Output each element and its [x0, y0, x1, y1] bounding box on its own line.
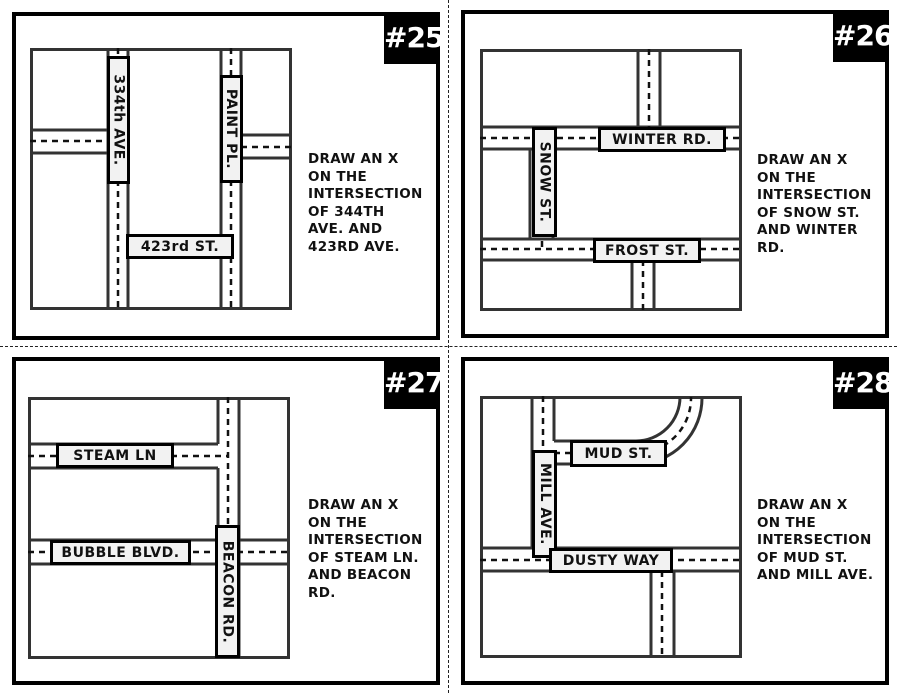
instruction-text: DRAW AN X ON THE INTERSECTION OF SNOW ST… — [757, 152, 872, 256]
street-sign-bubble-blvd: BUBBLE BLVD. — [50, 540, 191, 565]
street-sign-dusty-way: DUSTY WAY — [549, 548, 673, 573]
task-card-26: #26 — [461, 10, 893, 338]
street-map[interactable]: 334th AVE. PAINT PL. 423rd ST. — [30, 48, 292, 310]
street-sign-frost-st: FROST ST. — [593, 238, 701, 263]
street-sign-423rd-st: 423rd ST. — [126, 234, 234, 259]
task-card-25: #25 334th AVE. — [12, 12, 444, 340]
street-map[interactable]: SNOW ST. WINTER RD. FROST ST. — [480, 49, 742, 311]
street-map[interactable]: MILL AVE. MUD ST. DUSTY WAY — [480, 396, 742, 658]
map-roads-drawing — [480, 396, 742, 658]
task-card-28: #28 MILL AVE. — [461, 357, 893, 685]
street-sign-beacon-rd: BEACON RD. — [215, 525, 240, 658]
card-number-badge: #27 — [384, 359, 444, 409]
card-number-badge: #26 — [833, 12, 893, 62]
street-sign-334th-ave: 334th AVE. — [107, 56, 130, 184]
street-sign-mud-st: MUD ST. — [570, 440, 667, 467]
cut-line-horizontal — [0, 346, 897, 347]
street-sign-paint-pl: PAINT PL. — [220, 75, 243, 183]
instruction-text: DRAW AN X ON THE INTERSECTION OF 344TH A… — [308, 151, 423, 255]
card-number-badge: #28 — [833, 359, 893, 409]
map-roads-drawing — [480, 49, 742, 311]
street-sign-mill-ave: MILL AVE. — [532, 450, 557, 558]
street-map[interactable]: STEAM LN BUBBLE BLVD. BEACON RD. — [28, 397, 290, 659]
instruction-text: DRAW AN X ON THE INTERSECTION OF STEAM L… — [308, 497, 423, 601]
street-sign-snow-st: SNOW ST. — [532, 127, 557, 237]
street-sign-winter-rd: WINTER RD. — [598, 127, 726, 152]
street-sign-steam-ln: STEAM LN — [56, 443, 174, 468]
map-roads-drawing — [30, 48, 292, 310]
instruction-text: DRAW AN X ON THE INTERSECTION OF MUD ST.… — [757, 497, 874, 583]
task-card-27: #27 STEAM LN BUBBLE BLVD. — [12, 357, 444, 685]
card-number-badge: #25 — [384, 14, 444, 64]
map-roads-drawing — [28, 397, 290, 659]
